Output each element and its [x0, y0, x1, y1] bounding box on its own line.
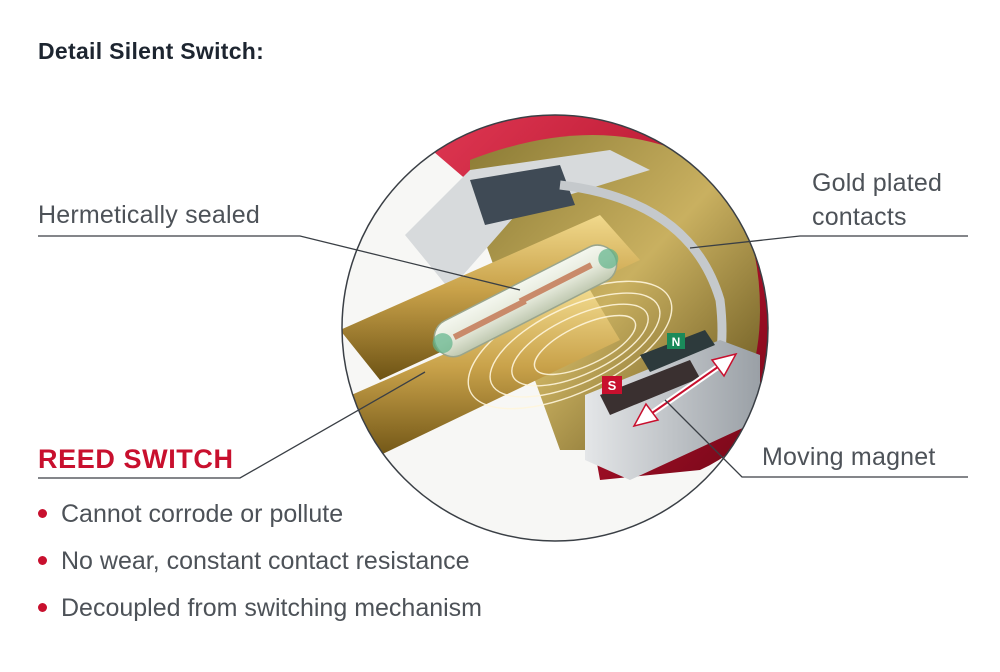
- list-item: Decoupled from switching mechanism: [36, 584, 482, 631]
- list-item: Cannot corrode or pollute: [36, 490, 482, 537]
- magnet-carriage: [585, 340, 760, 480]
- leader-lines: [38, 235, 968, 479]
- pole-mark-south: S: [602, 376, 622, 394]
- diagram-heading: Detail Silent Switch:: [38, 38, 265, 64]
- pole-mark-south-text: S: [608, 378, 617, 393]
- pole-mark-north-text: N: [672, 335, 681, 349]
- leader-gold: [689, 235, 968, 249]
- list-item-text: No wear, constant contact resistance: [61, 546, 470, 575]
- reed-features-list: Cannot corrode or pollute No wear, const…: [36, 490, 482, 631]
- label-hermetically-sealed-text: Hermetically sealed: [38, 201, 260, 229]
- list-item-text: Decoupled from switching mechanism: [61, 593, 483, 622]
- movement-arrow-icon: [632, 352, 738, 428]
- label-gold-line1: Gold plated: [812, 169, 943, 197]
- grey-insert: [405, 150, 650, 290]
- label-gold-line2: contacts: [812, 203, 907, 231]
- detail-circle-outline: [341, 114, 769, 542]
- magnetic-field-lines: [467, 280, 673, 410]
- bullet-dot-icon: [38, 603, 47, 612]
- leader-hermetic: [38, 235, 521, 291]
- brass-pin-lower: [342, 290, 620, 460]
- leader-reed: [38, 371, 426, 479]
- label-moving-magnet: Moving magnet: [762, 440, 936, 474]
- list-item: No wear, constant contact resistance: [36, 537, 482, 584]
- bullet-dot-icon: [38, 509, 47, 518]
- magnet-block-lower: [600, 360, 700, 415]
- label-gold-plated-contacts: Gold plated contacts: [812, 166, 942, 234]
- magnet-block: [640, 330, 715, 372]
- label-hermetically-sealed: Hermetically sealed: [38, 198, 260, 232]
- cutaway-assembly: [342, 115, 768, 480]
- leader-magnet: [664, 399, 968, 478]
- bullet-dot-icon: [38, 556, 47, 565]
- label-moving-magnet-text: Moving magnet: [762, 443, 936, 471]
- list-item-text: Cannot corrode or pollute: [61, 499, 344, 528]
- mesh-block: [470, 165, 575, 225]
- pole-mark-north: N: [667, 333, 685, 349]
- reed-capsule: [432, 244, 619, 358]
- reed-switch-title: REED SWITCH: [38, 444, 234, 474]
